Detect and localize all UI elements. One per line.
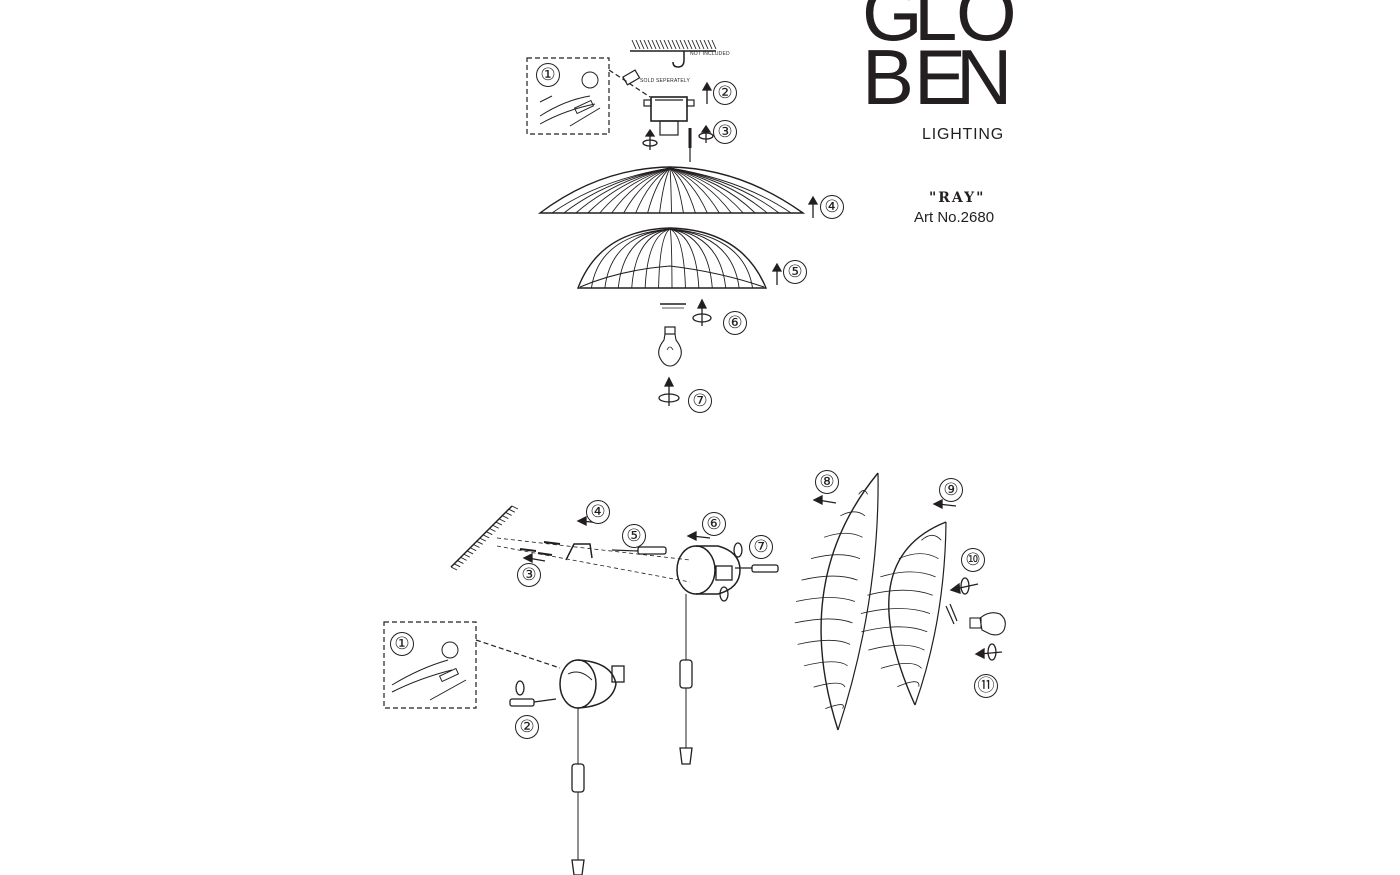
ceiling-step-1: ① [536,63,560,87]
wall-step-4: ④ [586,500,610,524]
ceiling-canopy [643,96,695,136]
logo-letter-o: O [956,0,1017,57]
wall-canopy [676,545,741,595]
not-included-note: NOT INCLUDED [690,51,730,57]
light-bulb-icon [658,326,682,367]
logo-letter-n: N [956,33,1013,121]
outer-wall-shade [794,472,879,731]
connector-block [622,69,641,86]
wall-step-7: ⑦ [749,535,773,559]
ceiling-step-6: ⑥ [723,311,747,335]
ceiling-hook [672,51,685,68]
wall-step-2: ② [515,715,539,739]
wiring-detail [391,641,467,701]
screwdriver [735,564,779,573]
wall-canopy-detail [559,659,625,709]
logo-letter-e: E [914,33,967,121]
screwdriver [611,546,667,555]
ceiling-surface [630,39,717,52]
article-number: Art No.2680 [914,209,995,226]
guide-lines [496,537,691,583]
logo-letter-g: G [862,0,923,57]
direction-arrows [515,494,1003,696]
wall-assembly [383,472,1006,875]
logo-letter-l: L [914,0,958,57]
ceiling-step-3: ③ [713,120,737,144]
mounting-bracket [565,543,593,561]
wall-step-1: ① [390,632,414,656]
wall-plugs [519,541,561,556]
ceiling-step-5: ⑤ [783,260,807,284]
inner-shade [576,227,768,289]
outer-shade [537,166,806,214]
wall-surface [450,505,519,571]
ceiling-step-4: ④ [820,195,844,219]
brand-tagline: LIGHTING [922,126,1004,143]
wiring-detail-box [383,621,477,709]
power-cord [679,594,693,765]
wall-step-10: ⑩ [961,548,985,572]
wall-step-6: ⑥ [702,512,726,536]
wall-step-3: ③ [517,563,541,587]
lock-ring [945,603,958,625]
ceiling-step-2: ② [713,81,737,105]
wall-step-9: ⑨ [939,478,963,502]
direction-arrows [642,81,819,406]
inner-wall-shade [860,521,947,706]
sold-separately-note: SOLD SEPERATELY [640,78,691,84]
lock-ring [660,303,686,309]
product-model: "RAY" [929,190,986,206]
wall-step-8: ⑧ [815,470,839,494]
wall-step-5: ⑤ [622,524,646,548]
light-bulb-icon [969,612,1006,636]
wiring-detail [539,71,601,127]
wiring-detail-box [526,57,610,135]
ceiling-assembly [526,39,819,406]
globen-lighting-logo: G L O B E N [862,0,1017,116]
power-cord [571,708,585,875]
ceiling-step-7: ⑦ [688,389,712,413]
logo-letter-b: B [862,33,915,121]
wall-step-11: ⑪ [974,674,998,698]
screwdriver [509,698,557,707]
